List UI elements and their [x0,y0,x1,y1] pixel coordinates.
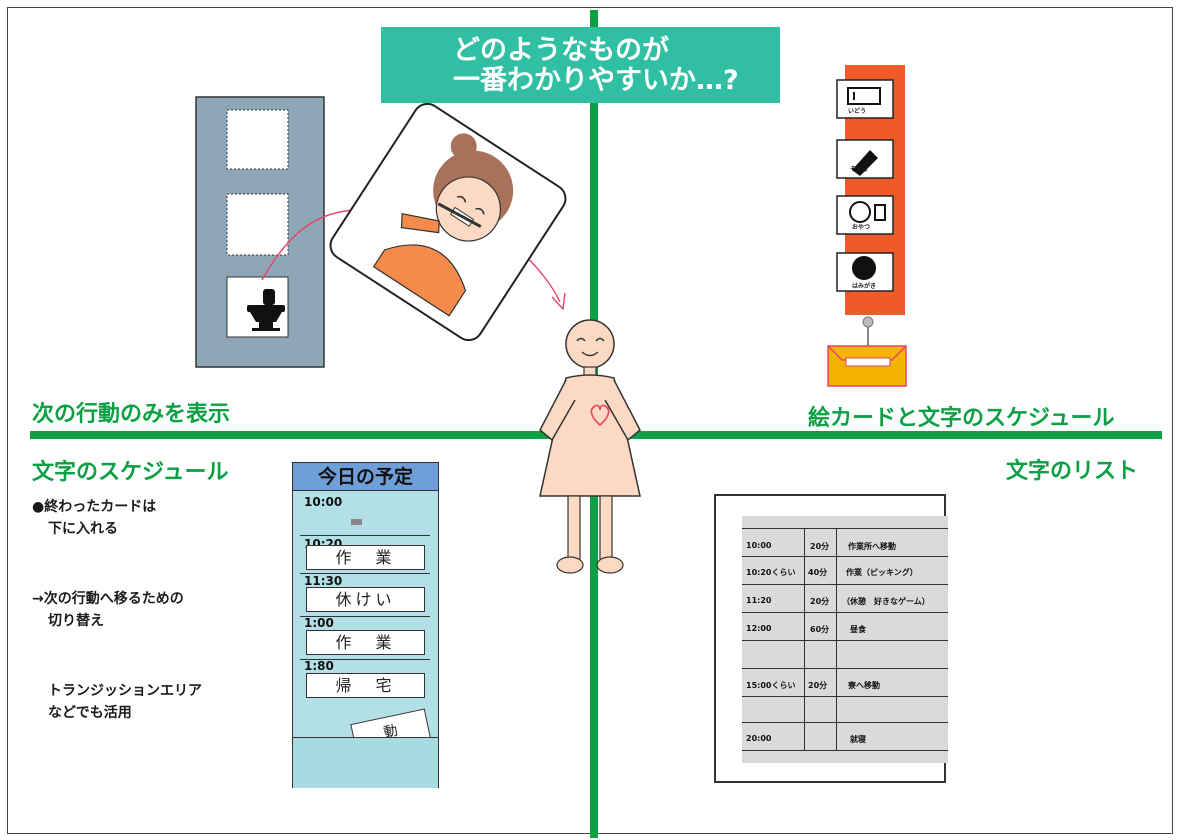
finished-pocket [293,737,438,788]
arrowhead-icon [551,292,566,311]
list-divider [742,696,948,697]
list-column-divider [804,528,805,750]
list-duration: 60分 [810,625,830,634]
schedule-card: 帰 宅 [306,673,425,698]
finished-box [827,345,907,387]
label-next-action-only: 次の行動のみを表示 [32,402,231,427]
list-divider [742,612,948,613]
list-time: 20:00 [746,734,772,743]
picture-card-strip [836,65,905,348]
list-activity: 作業所へ移動 [848,542,896,551]
list-activity: 昼食 [850,625,866,634]
empty-slot-marker [351,519,362,525]
note-text: などでも活用 [48,705,132,721]
note-text: 下に入れる [48,521,118,537]
list-divider [742,528,948,529]
schedule-card: 作 業 [306,545,425,570]
list-column-divider [836,528,837,750]
picture-card-label: そうじ [850,166,869,173]
list-divider [742,556,948,557]
list-duration: 20分 [808,681,828,690]
schedule-time: 10:00 [304,495,343,509]
note-finished-cards: ●終わったカードは 下に入れる [32,496,156,540]
title-line-2: 一番わかりやすいか…? [453,65,739,96]
schedule-time: 1:80 [304,659,334,673]
list-divider [742,640,948,641]
list-activity: （休憩 好きなゲーム） [842,597,930,606]
list-activity: 就寝 [850,735,866,744]
heart-icon [590,404,610,427]
list-divider [742,722,948,723]
list-time: 15:00くらい [746,681,796,690]
text-list: 10:00 20分 作業所へ移動 10:20くらい 40分 作業（ピッキング） … [742,516,948,763]
list-duration: 20分 [810,542,830,551]
arrow-curve [261,209,361,281]
text-list-frame: 10:00 20分 作業所へ移動 10:20くらい 40分 作業（ピッキング） … [714,494,948,783]
note-transition-area: トランジッションエリア などでも活用 [48,680,202,724]
list-divider [742,668,948,669]
label-text-list: 文字のリスト [1006,459,1139,484]
bus-icon [847,87,881,105]
schedule-time: 11:30 [304,574,343,588]
schedule-divider [300,659,430,660]
toothbrushing-card [329,102,567,342]
list-activity: 作業（ピッキング） [846,568,918,577]
snack-icon [849,201,886,223]
schedule-divider [300,573,430,574]
person-figure [539,319,641,574]
label-picture-card-schedule: 絵カードと文字のスケジュール [808,406,1115,431]
toilet-icon [247,289,285,331]
schedule-card: 休けい [306,587,425,612]
toothbrush-icon [852,256,876,280]
broom-icon [852,150,878,176]
note-transition: →次の行動へ移るための 切り替え [32,588,184,632]
title-box: どのようなものが 一番わかりやすいか…? [381,27,780,103]
label-text-schedule: 文字のスケジュール [32,460,229,485]
list-duration: 20分 [810,597,830,606]
list-activity: 寮へ移動 [848,681,880,690]
note-text: →次の行動へ移るための [32,591,184,607]
schedule-board: 今日の予定 10:00 10:20 作 業 11:30 休けい 1:00 作 業… [292,462,439,788]
list-divider [742,584,948,585]
note-text: 切り替え [48,613,104,629]
schedule-divider [300,616,430,617]
schedule-divider [300,535,430,536]
schedule-card: 作 業 [306,630,425,655]
picture-card-label: おやつ [852,224,871,231]
board-title: 今日の予定 [293,463,438,491]
list-time: 10:00 [746,541,772,550]
schedule-time: 1:00 [304,616,334,630]
list-time: 11:20 [746,596,772,605]
picture-card-label: いどう [848,108,867,115]
list-divider [742,750,948,751]
list-time: 10:20くらい [746,568,796,577]
note-text: ●終わったカードは [32,499,157,515]
note-text: トランジッションエリア [48,683,202,699]
picture-card-label: はみがき [852,283,877,290]
list-duration: 40分 [808,568,828,577]
list-time: 12:00 [746,624,772,633]
title-line-1: どのようなものが [453,35,669,66]
